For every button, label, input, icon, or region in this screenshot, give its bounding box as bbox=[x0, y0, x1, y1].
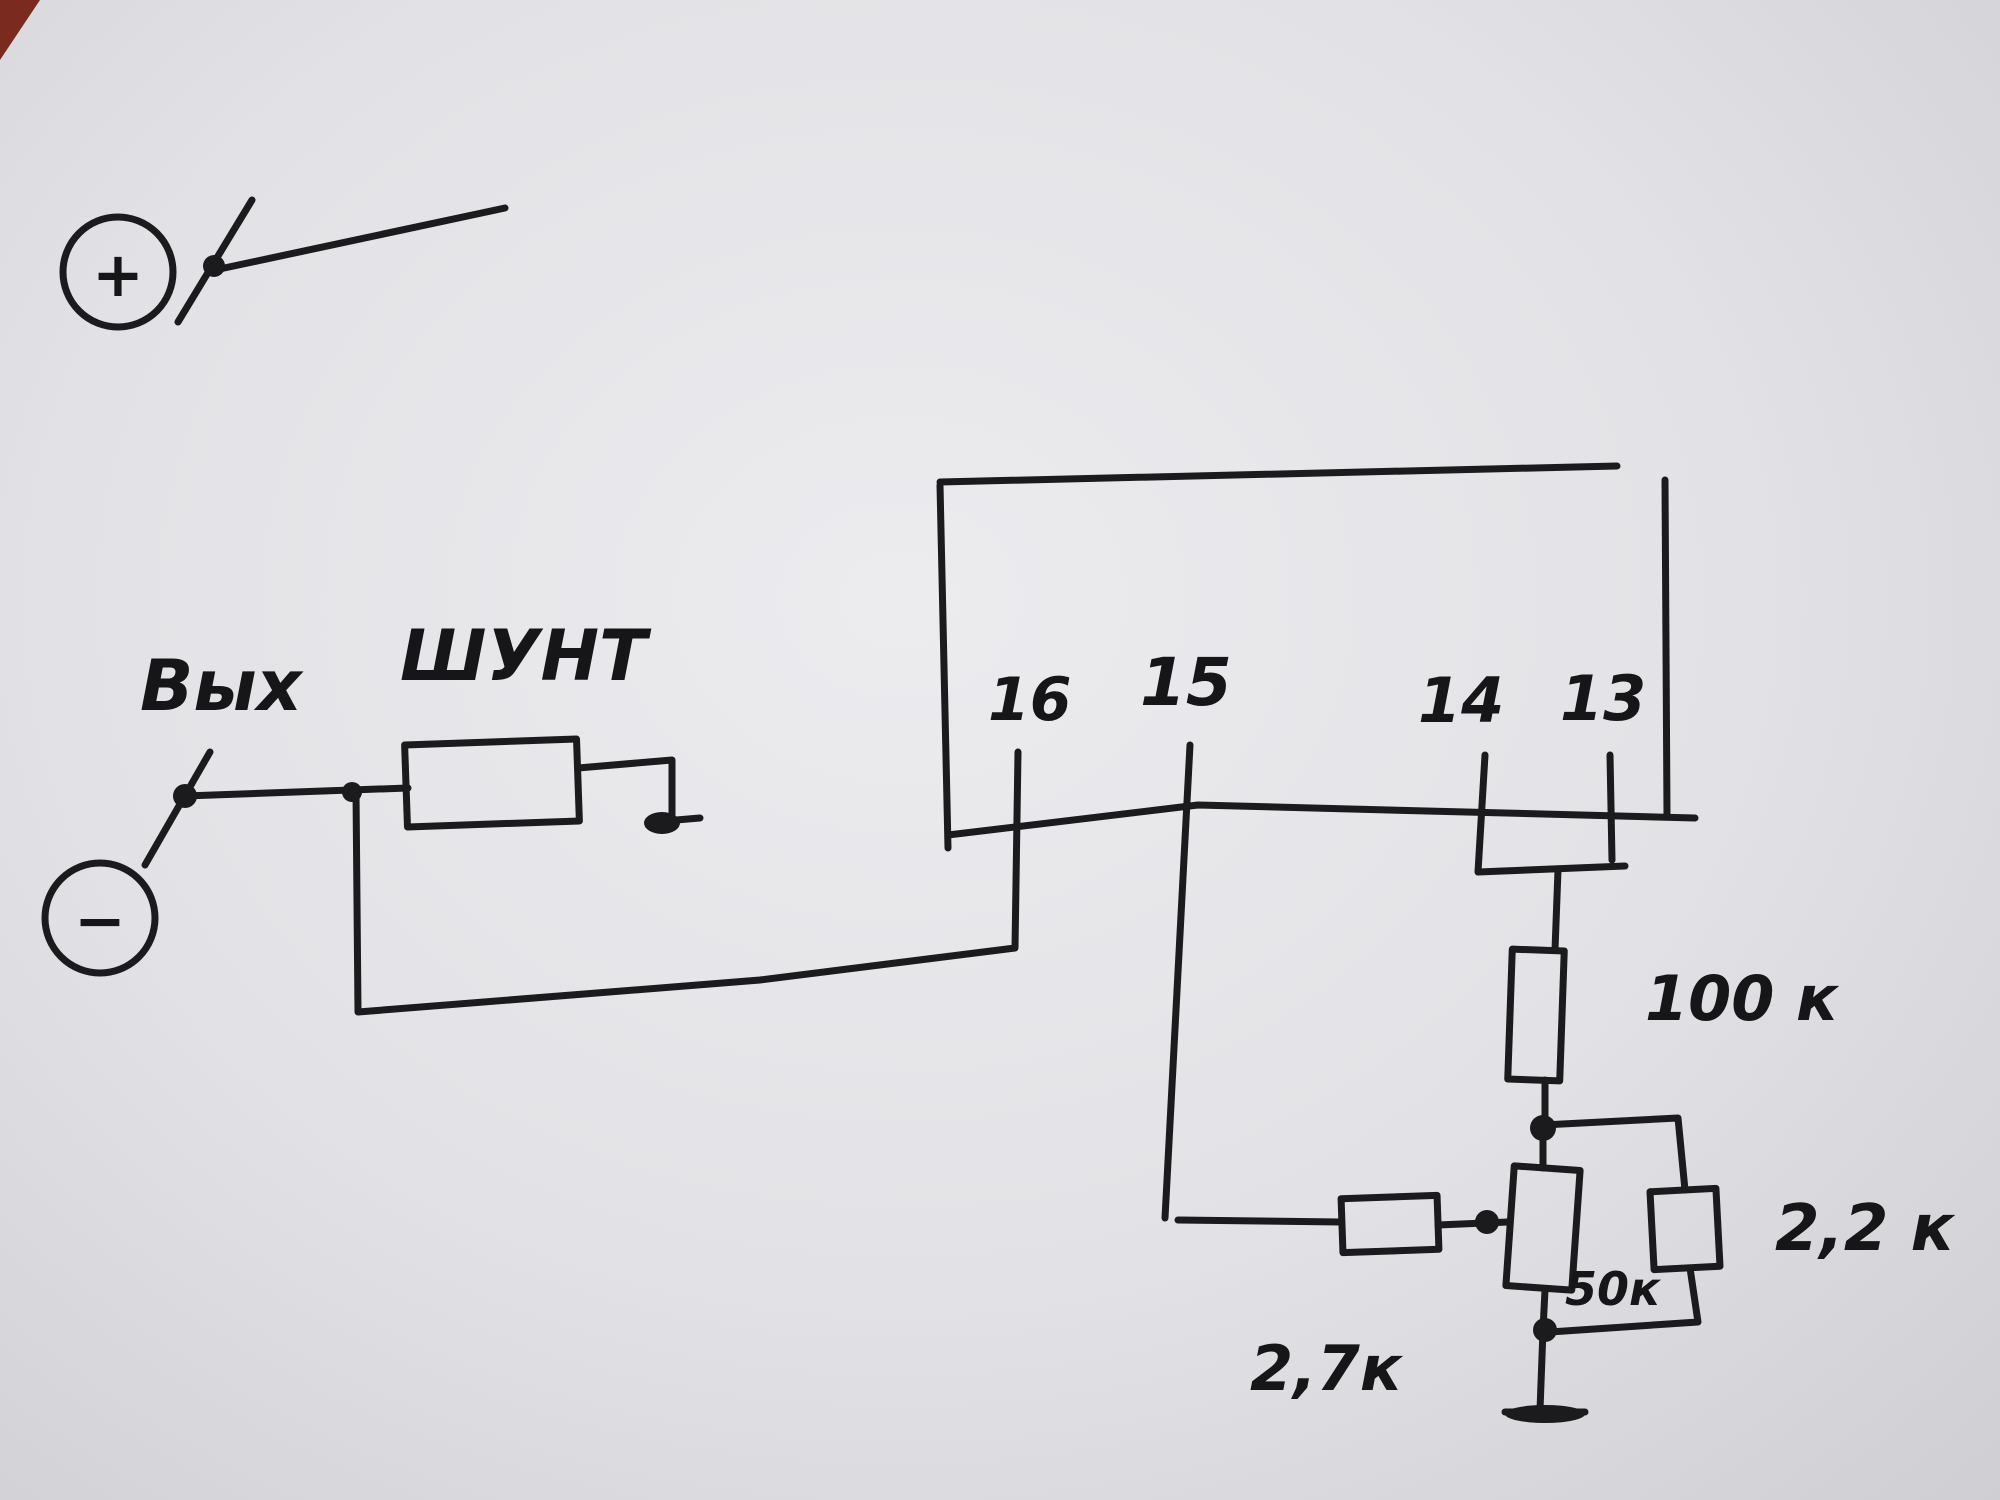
plus-terminal-circle bbox=[59, 213, 177, 331]
potentiometer-50k-label: 50к bbox=[1565, 1262, 1662, 1316]
pin-14-label: 14 bbox=[1418, 664, 1504, 737]
chip-left-edge bbox=[936, 481, 952, 852]
potentiometer-50k bbox=[1502, 1162, 1584, 1294]
wire-output-to-shunt bbox=[181, 784, 412, 800]
node-above-ground bbox=[1533, 1318, 1557, 1342]
pin-15-label: 15 bbox=[1140, 644, 1232, 721]
chip-top-edge bbox=[936, 462, 1621, 486]
minus-terminal-circle bbox=[41, 859, 159, 977]
resistor-2k2 bbox=[1646, 1184, 1724, 1274]
minus-terminal: − bbox=[41, 748, 214, 977]
plus-terminal-label: + bbox=[92, 238, 144, 311]
minus-terminal-label: − bbox=[74, 884, 126, 957]
shunt-resistor bbox=[401, 735, 583, 831]
shunt-ground-blob bbox=[644, 812, 680, 834]
chip-bottom-edge bbox=[944, 801, 1699, 839]
resistor-100k bbox=[1504, 945, 1568, 1085]
resistor-2k7-label: 2,7к bbox=[1250, 1332, 1404, 1405]
shunt-label: ШУНТ bbox=[400, 615, 652, 697]
wire-pot-to-ground bbox=[1536, 1286, 1549, 1414]
plus-terminal: + bbox=[59, 196, 509, 331]
wire-to-2k2 bbox=[1539, 1114, 1689, 1194]
resistor-2k2-label: 2,2 к bbox=[1775, 1192, 1956, 1266]
background-corner bbox=[0, 0, 40, 60]
output-label: Вых bbox=[140, 645, 304, 727]
resistor-2k7 bbox=[1337, 1191, 1443, 1257]
resistor-100k-label: 100 к bbox=[1645, 962, 1840, 1035]
wire-shunt-to-ground bbox=[574, 756, 676, 819]
pin14-wire bbox=[1474, 751, 1629, 876]
wire-pin15-to-r27 bbox=[1174, 1216, 1344, 1226]
pin15-wire bbox=[1161, 741, 1194, 1222]
wire-to-100k bbox=[1551, 866, 1562, 954]
wire-2k2-return bbox=[1546, 1264, 1702, 1336]
pin-13-label: 13 bbox=[1560, 662, 1646, 735]
minus-terminal-tick bbox=[141, 748, 214, 869]
plus-terminal-node bbox=[203, 255, 225, 277]
wire-junction-to-pin16 bbox=[352, 748, 1022, 1016]
wiper-node bbox=[1475, 1210, 1499, 1234]
plus-wire bbox=[211, 204, 509, 274]
chip-right-edge bbox=[1661, 476, 1671, 819]
pin13-wire bbox=[1606, 751, 1616, 864]
pin-16-label: 16 bbox=[988, 665, 1072, 735]
ground-blob bbox=[1505, 1405, 1585, 1423]
